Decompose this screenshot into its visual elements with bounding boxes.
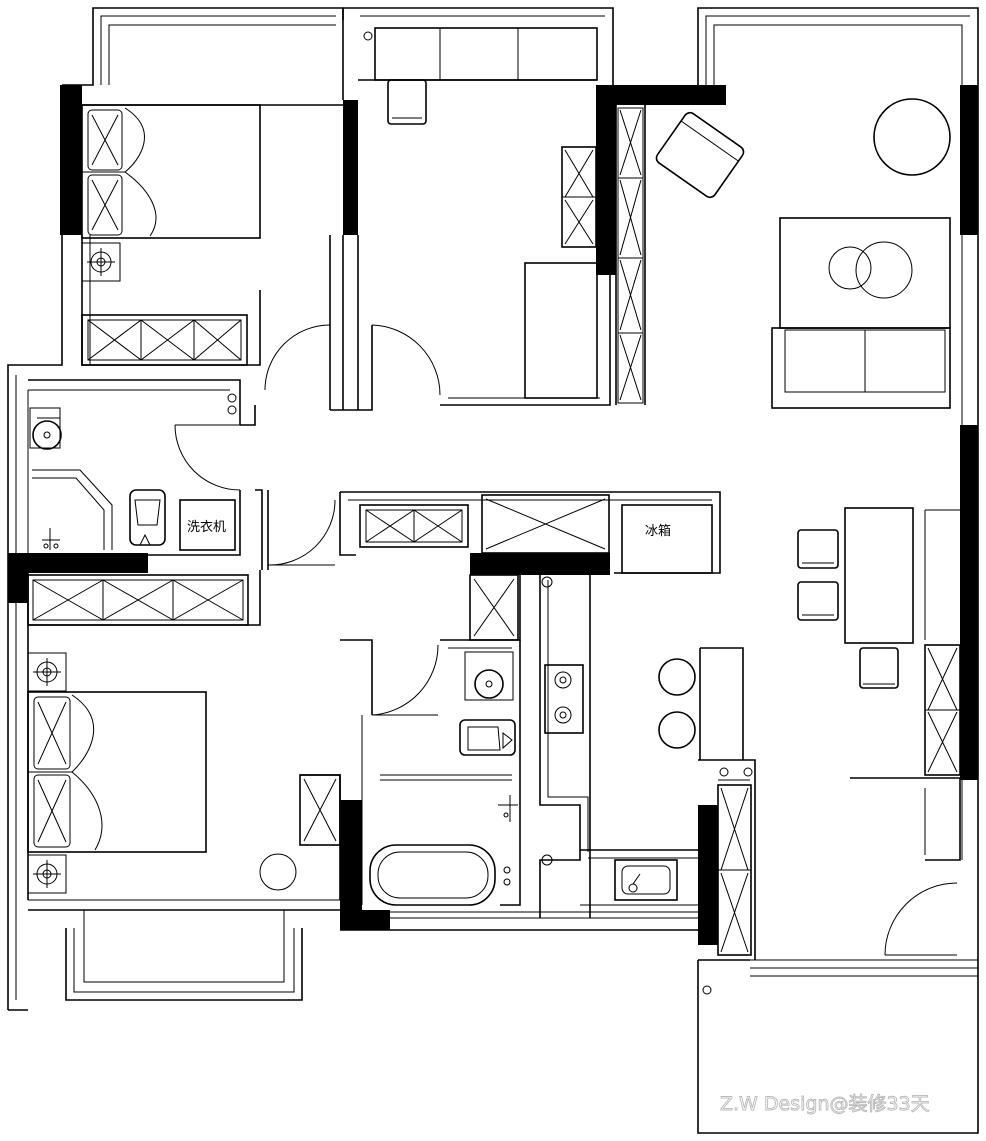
shoe-cabinet — [359, 504, 469, 548]
bedroom-1-furniture — [81, 104, 261, 366]
laundry-room-furniture: 洗衣机 — [29, 393, 237, 551]
faucet-icon — [42, 528, 60, 550]
wardrobe-1 — [81, 314, 248, 366]
bar-stool — [658, 658, 696, 696]
faucet-icon — [498, 795, 518, 822]
study-desk — [374, 27, 598, 81]
round-stool — [259, 853, 297, 891]
washer-label: 洗衣机 — [187, 519, 226, 535]
dining-chair — [797, 581, 839, 621]
gas-stove — [544, 664, 584, 734]
wash-basin — [474, 669, 504, 699]
nightstand-lamp-icon — [27, 854, 67, 894]
side-cabinet — [299, 774, 341, 846]
bathroom-cabinet — [469, 574, 519, 641]
doors — [174, 324, 958, 956]
interior-partitions — [27, 79, 961, 960]
dining-table — [844, 507, 914, 644]
study-bed — [524, 262, 598, 399]
kitchen-sink — [614, 859, 678, 901]
bathroom-2-furniture — [369, 651, 518, 906]
fridge-label: 冰箱 — [645, 523, 671, 539]
watermark: Z.W Design@装修33天 — [720, 1093, 930, 1115]
structural-walls — [8, 85, 978, 945]
dining-chair — [797, 529, 839, 569]
tall-cabinet — [481, 494, 610, 554]
armchair — [655, 111, 745, 199]
bedroom-2-furniture — [27, 574, 341, 894]
toilet — [459, 719, 516, 756]
wash-basin — [32, 420, 62, 450]
hallway-cabinets: 冰箱 — [359, 494, 713, 641]
nightstand-lamp-icon — [81, 242, 121, 282]
coffee-table — [779, 217, 951, 329]
refrigerator — [621, 504, 713, 574]
sofa — [771, 327, 951, 409]
bathtub — [369, 844, 496, 906]
kitchen-furniture — [541, 664, 753, 995]
dining-chair — [859, 647, 899, 689]
nightstand-lamp-icon — [27, 652, 67, 692]
bar-stool — [658, 711, 696, 749]
study-chair — [387, 79, 427, 125]
washing-machine — [179, 499, 236, 551]
wardrobe-2 — [27, 574, 249, 626]
toilet — [129, 489, 166, 546]
study-furniture — [363, 27, 598, 399]
round-side-table — [873, 98, 951, 176]
living-room-furniture — [655, 98, 961, 776]
living-column-cabinet — [617, 107, 644, 404]
